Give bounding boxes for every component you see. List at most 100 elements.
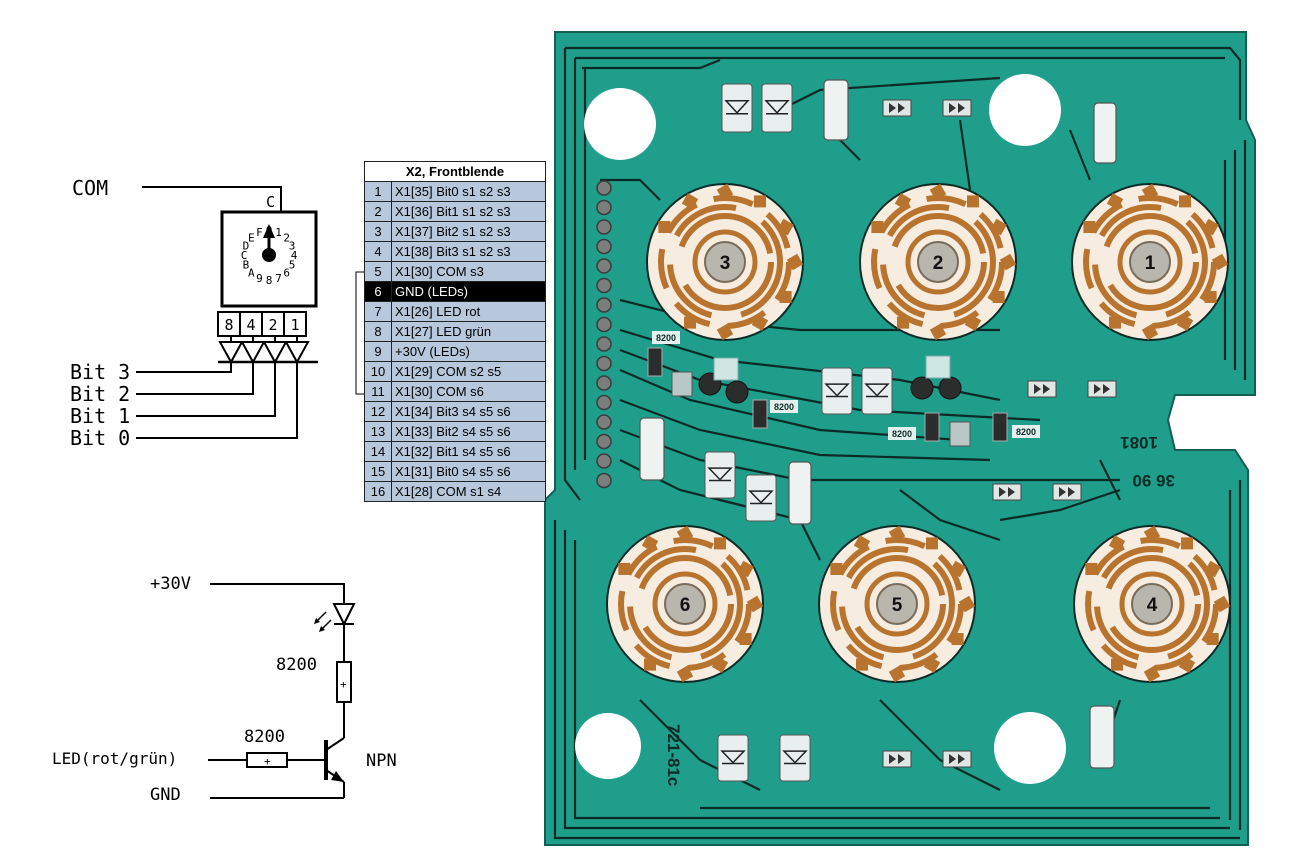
header-pin	[596, 219, 612, 235]
dial-digit: 7	[275, 272, 282, 285]
tube-component	[788, 461, 812, 525]
resistor-tag-bg	[888, 427, 916, 440]
pin-signal: X1[34] Bit3 s4 s5 s6	[391, 401, 546, 422]
rotary-switch: 4	[1073, 525, 1231, 683]
trace	[779, 76, 1001, 111]
tube-component	[1093, 102, 1117, 164]
resistor-base-value: 8200	[244, 727, 285, 747]
mounting-hole	[989, 74, 1061, 146]
transistor	[938, 376, 962, 400]
led-symbol	[332, 603, 356, 627]
trace	[573, 540, 1220, 820]
resistor-tag-bg	[1012, 425, 1040, 438]
pin-signal: X1[38] Bit3 s1 s2 s3	[391, 241, 546, 262]
board-text-1081: 1081	[1120, 433, 1158, 452]
svg-text:+: +	[340, 678, 347, 691]
table-row: 9+30V (LEDs)	[364, 341, 546, 362]
com-label: COM	[72, 176, 108, 200]
pin-number-label: 4	[246, 316, 255, 334]
trace	[582, 58, 721, 70]
dial-digit: 5	[289, 259, 296, 272]
header-pin	[596, 375, 612, 391]
rotary-switch: 6	[606, 525, 764, 683]
dial-digit: A	[248, 267, 255, 280]
dial-digit: 0	[266, 224, 273, 237]
diode	[262, 341, 288, 365]
tube-component	[1089, 705, 1115, 769]
dial-digit: 2	[283, 231, 290, 244]
bit-label: Bit 3	[70, 360, 130, 384]
supply-wire	[210, 583, 345, 604]
smd-resistor	[924, 412, 940, 442]
pin-signal: X1[30] COM s6	[391, 381, 546, 402]
header-pin	[596, 316, 612, 333]
tube-component	[823, 79, 849, 141]
pin-number: 2	[364, 201, 392, 222]
bit-label: Bit 0	[70, 426, 130, 450]
smd-diode	[942, 99, 972, 117]
glass-diode	[721, 83, 753, 133]
glass-diode	[745, 474, 777, 522]
board-text-3690: 36 90	[1132, 471, 1175, 490]
switch-number: 6	[680, 595, 691, 616]
resistor-tag-bg	[652, 331, 680, 344]
glass-diode	[861, 367, 893, 415]
resistor-tag-bg	[770, 400, 798, 413]
switch-number: 1	[1145, 253, 1156, 274]
smd-resistor	[647, 347, 663, 377]
supply-label: +30V	[150, 574, 191, 594]
pin-signal: X1[27] LED grün	[391, 321, 546, 342]
header-pin	[596, 336, 612, 352]
smd-diode	[882, 750, 912, 768]
header-pin	[596, 199, 612, 216]
c-label: C	[266, 193, 275, 211]
led-input-label: LED(rot/grün)	[52, 749, 177, 768]
transistor	[910, 376, 934, 400]
dial-digit: 1	[275, 226, 282, 239]
pin-signal: X1[35] Bit0 s1 s2 s3	[391, 181, 546, 202]
pin-signal: X1[29] COM s2 s5	[391, 361, 546, 382]
switch-number: 3	[720, 253, 731, 274]
trace	[958, 119, 972, 191]
com-wire	[142, 186, 282, 212]
trace	[1068, 129, 1092, 181]
trace	[1099, 459, 1121, 501]
pin-number: 1	[364, 181, 392, 202]
table-title: X2, Frontblende	[364, 161, 546, 182]
pin-number: 6	[364, 281, 392, 302]
resistor-tag: 8200	[1016, 427, 1036, 437]
pin-signal: X1[30] COM s3	[391, 261, 546, 282]
pin-number: 11	[364, 381, 392, 402]
dial-arrow-head	[263, 224, 275, 238]
trace	[600, 178, 661, 201]
pin-number: 5	[364, 261, 392, 282]
trace	[553, 520, 1240, 840]
rotary-switch: 5	[818, 525, 976, 683]
dial-digit: 6	[283, 267, 290, 280]
dial-digit: D	[243, 239, 250, 252]
pin-number: 16	[364, 481, 392, 502]
smd-diode	[1052, 483, 1082, 501]
rotary-switch: 1	[1071, 183, 1229, 341]
pin-number: 14	[364, 441, 392, 462]
glass-diode	[821, 367, 853, 415]
pin-signal: X1[33] Bit2 s4 s5 s6	[391, 421, 546, 442]
resistor-tag: 8200	[774, 402, 794, 412]
dial-digit: 4	[291, 249, 298, 262]
smd-diode	[1087, 380, 1117, 398]
dial-digit: B	[243, 259, 250, 272]
